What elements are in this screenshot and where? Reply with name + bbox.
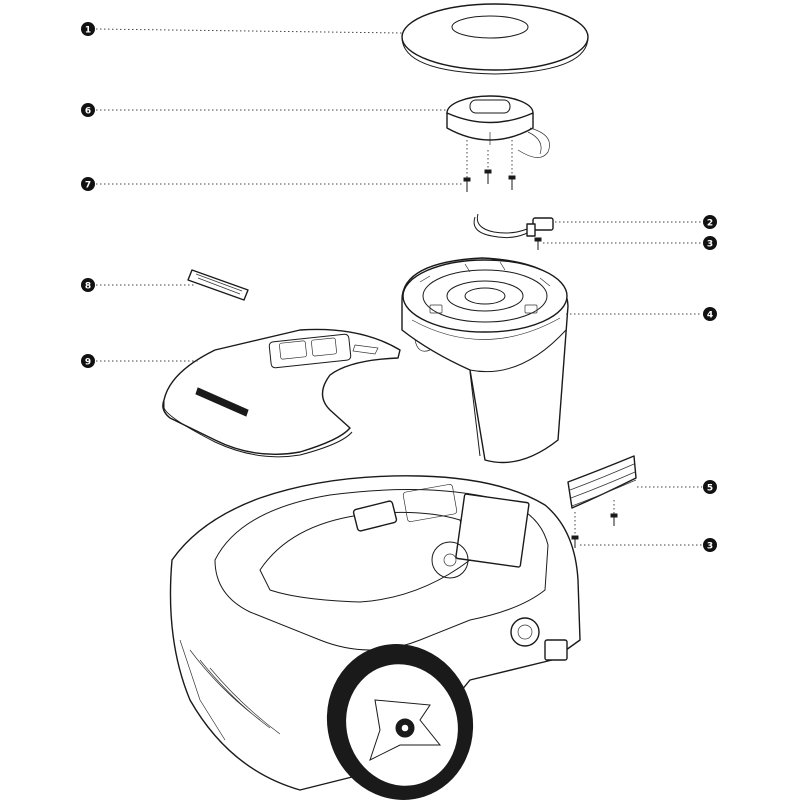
- screw: [484, 169, 492, 184]
- callout-6: 6: [81, 103, 95, 117]
- part-4-housing: [401, 257, 569, 464]
- callout-3-lower: 3: [703, 538, 717, 552]
- callout-2-label: 2: [707, 218, 713, 228]
- callout-3-lower-label: 3: [707, 541, 713, 551]
- part-3-screws-lower: [571, 500, 618, 548]
- leader-1: [95, 28, 403, 34]
- callout-9: 9: [81, 354, 95, 368]
- part-9-top-cover: [162, 328, 401, 458]
- callout-5-label: 5: [707, 483, 713, 493]
- part-1-ring-gasket: [401, 3, 589, 75]
- screw: [508, 175, 516, 190]
- callout-1-label: 1: [85, 25, 91, 35]
- screw: [463, 177, 471, 192]
- part-5-bumper-strip: [567, 455, 637, 509]
- callout-8-label: 8: [85, 281, 91, 291]
- part-3-screw-upper: [534, 237, 542, 250]
- callout-6-label: 6: [85, 106, 91, 116]
- callout-7-label: 7: [85, 180, 91, 190]
- callout-2: 2: [703, 215, 717, 229]
- part-6-top-cap: [446, 95, 550, 158]
- part-2-cable-connector: [473, 213, 554, 239]
- callout-8: 8: [81, 278, 95, 292]
- wheel-right: [510, 617, 540, 647]
- part-7-screws: [463, 140, 516, 192]
- callout-4: 4: [703, 307, 717, 321]
- base-chassis: [169, 475, 581, 791]
- callout-9-label: 9: [85, 357, 91, 367]
- callout-5: 5: [703, 480, 717, 494]
- callout-4-label: 4: [707, 310, 713, 320]
- wheel-left: [326, 644, 474, 800]
- callout-3-upper-label: 3: [707, 239, 713, 249]
- part-8-badge: [187, 269, 249, 301]
- leader-lines: [95, 28, 702, 546]
- callout-3-upper: 3: [703, 236, 717, 250]
- callout-1: 1: [81, 22, 95, 36]
- callout-7: 7: [81, 177, 95, 191]
